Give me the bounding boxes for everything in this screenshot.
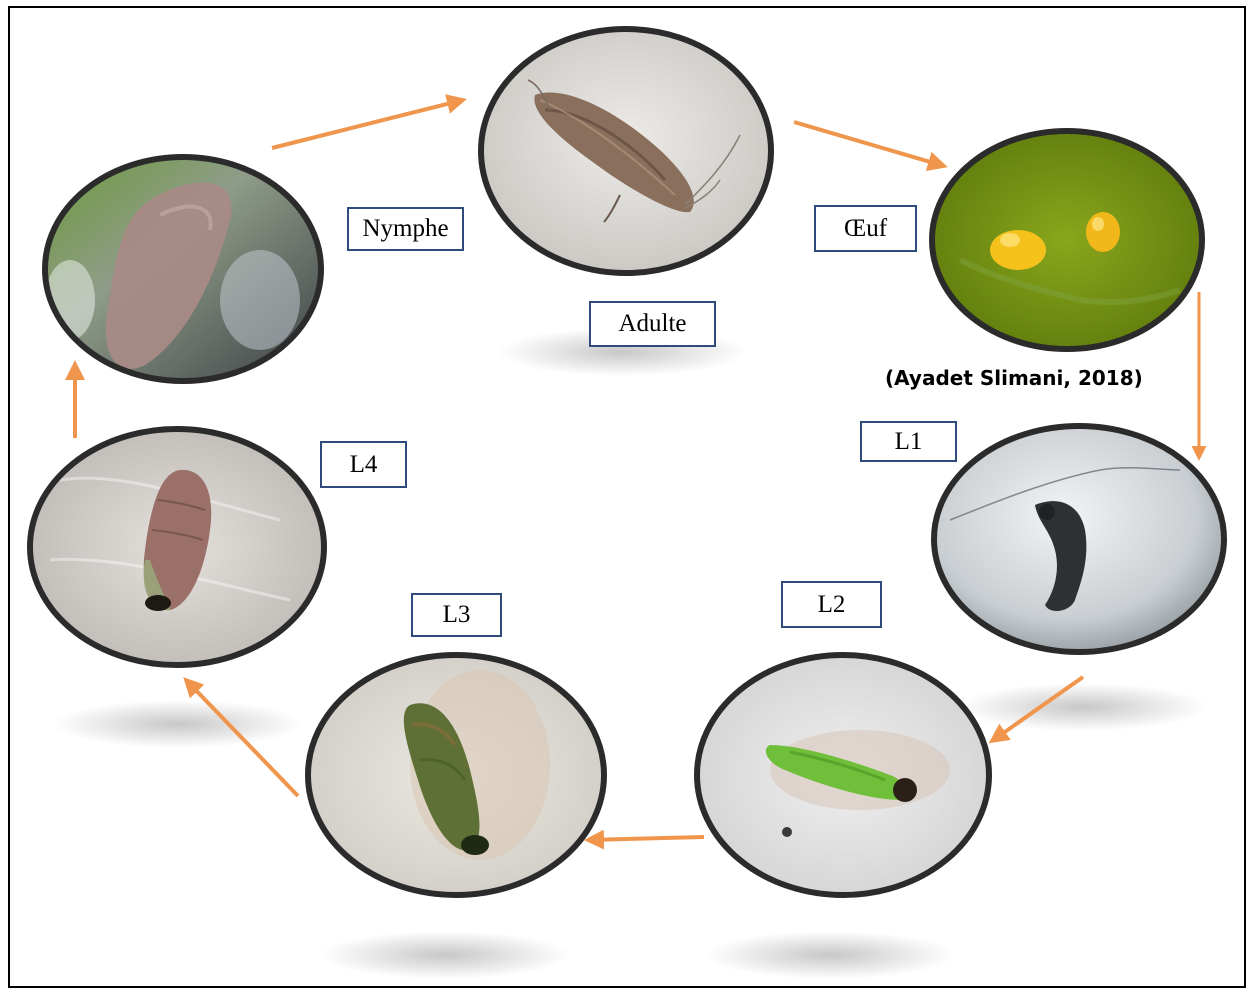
l4-larva-photo (30, 429, 324, 665)
l4-shadow (53, 700, 303, 748)
label-l2: L2 (781, 581, 882, 628)
l2-bottom-shadow (705, 931, 955, 979)
label-nymphe: Nymphe (347, 207, 464, 251)
label-l3: L3 (411, 593, 502, 637)
l1-larva-photo (934, 426, 1224, 652)
arrow-nymphe-to-adulte (272, 100, 463, 148)
egg-photo (932, 131, 1202, 349)
label-l4: L4 (320, 441, 407, 488)
nymph-photo (45, 157, 321, 381)
l3-shadow (320, 931, 570, 979)
arrow-adulte-to-oeuf (794, 122, 944, 166)
l2-shadow (958, 683, 1208, 731)
adult-moth-photo (481, 29, 771, 273)
label-l1: L1 (860, 421, 957, 462)
l2-larva-photo (697, 655, 989, 895)
arrow-l2-to-l3 (588, 837, 704, 840)
label-adulte: Adulte (589, 301, 716, 347)
source-citation: (Ayadet Slimani, 2018) (885, 366, 1143, 390)
l3-larva-photo (308, 655, 604, 895)
label-oeuf: Œuf (814, 205, 917, 252)
